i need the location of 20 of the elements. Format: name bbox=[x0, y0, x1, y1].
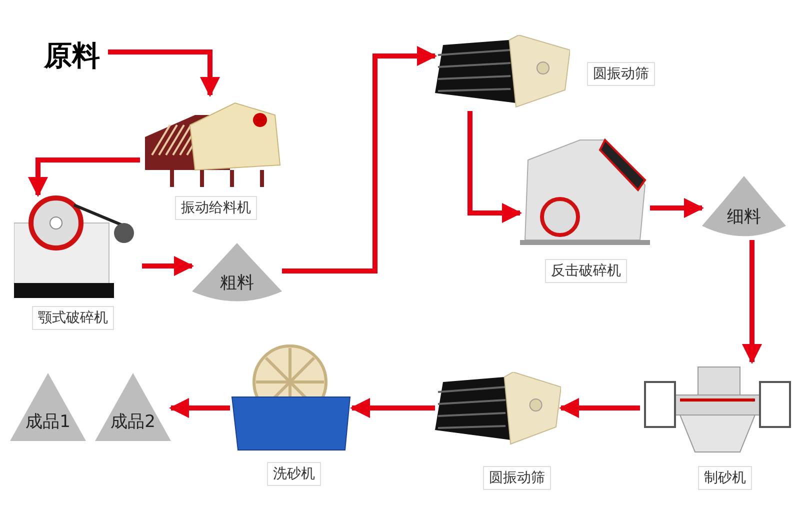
raw-material-label: 原料 bbox=[44, 38, 108, 74]
product-pile: 成品2 bbox=[95, 373, 171, 441]
arrow bbox=[650, 198, 704, 218]
arrow bbox=[559, 398, 640, 418]
machine-label: 振动给料机 bbox=[175, 196, 257, 220]
arrow bbox=[282, 46, 437, 274]
arrow bbox=[142, 256, 194, 276]
machine-label: 制砂机 bbox=[698, 466, 752, 490]
machine-label: 反击破碎机 bbox=[545, 259, 627, 283]
arrow bbox=[28, 158, 140, 197]
machine-label: 颚式破碎机 bbox=[32, 306, 114, 330]
product-pile: 成品1 bbox=[10, 373, 86, 441]
arrow bbox=[169, 398, 230, 418]
arrow bbox=[468, 111, 522, 223]
arrow bbox=[108, 50, 220, 97]
arrow bbox=[350, 398, 435, 418]
arrow bbox=[742, 240, 762, 364]
machine-label: 圆振动筛 bbox=[483, 466, 551, 490]
machine-label: 圆振动筛 bbox=[587, 62, 655, 86]
machine-label: 洗砂机 bbox=[267, 462, 321, 486]
